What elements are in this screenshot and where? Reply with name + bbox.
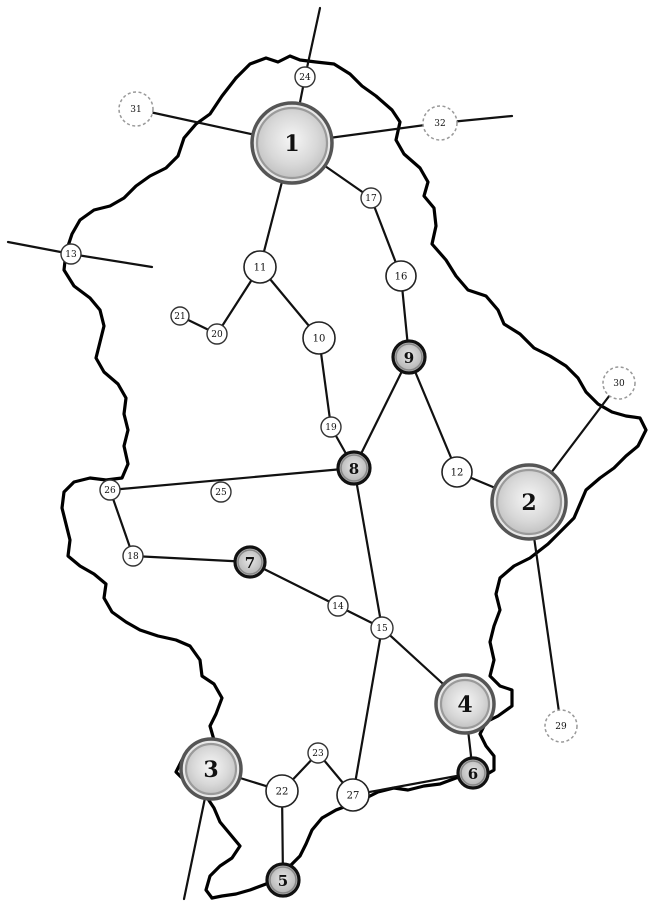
edge-15-27 [351, 626, 384, 797]
node-label: 4 [457, 692, 472, 718]
node-24: 24 [294, 66, 316, 88]
node-1: 1 [250, 101, 334, 185]
node-label: 12 [451, 468, 464, 479]
node-5: 5 [265, 862, 301, 898]
node-15: 15 [370, 616, 394, 640]
node-2: 2 [490, 463, 568, 541]
node-label: 2 [521, 490, 536, 516]
node-4: 4 [434, 673, 496, 735]
node-27: 27 [336, 778, 370, 812]
node-23: 23 [307, 742, 329, 764]
node-label: 3 [203, 757, 218, 783]
edge-18-7 [131, 554, 252, 564]
node-29: 29 [544, 709, 578, 743]
edge-9-12 [407, 355, 459, 474]
node-31: 31 [118, 91, 154, 127]
node-label: 6 [468, 765, 478, 783]
node-label: 8 [349, 460, 359, 478]
node-label: 9 [404, 349, 414, 367]
node-25: 25 [210, 481, 232, 503]
node-label: 18 [127, 552, 139, 562]
node-17: 17 [360, 187, 382, 209]
node-6: 6 [456, 756, 490, 790]
node-label: 20 [211, 330, 223, 340]
node-label: 21 [174, 312, 185, 322]
node-21: 21 [170, 306, 190, 326]
node-label: 11 [254, 263, 267, 274]
node-label: 13 [65, 250, 77, 260]
node-label: 32 [434, 119, 445, 129]
node-label: 10 [313, 334, 326, 345]
node-label: 27 [347, 791, 360, 802]
node-20: 20 [206, 323, 228, 345]
node-label: 15 [376, 624, 388, 634]
node-label: 7 [245, 554, 255, 572]
node-label: 26 [104, 486, 116, 496]
node-label: 30 [613, 379, 625, 389]
node-3: 3 [179, 737, 243, 801]
edge-6-27 [351, 771, 475, 797]
external-link-line [303, 6, 322, 79]
node-11: 11 [243, 250, 277, 284]
node-label: 22 [276, 787, 289, 798]
node-22: 22 [265, 774, 299, 808]
node-label: 16 [395, 272, 408, 283]
node-label: 17 [365, 194, 377, 204]
node-32: 32 [422, 105, 458, 141]
node-12: 12 [441, 456, 473, 488]
region-border [60, 54, 648, 900]
node-10: 10 [302, 321, 336, 355]
node-label: 23 [312, 749, 324, 759]
node-19: 19 [320, 416, 342, 438]
node-label: 14 [332, 602, 344, 612]
node-9: 9 [391, 339, 427, 375]
edge-8-15 [352, 466, 384, 630]
nodes-group: 1234567891011121314151617181920212223242… [60, 66, 636, 898]
node-label: 1 [284, 131, 299, 157]
external-link-line [69, 252, 154, 269]
edge-26-18 [108, 488, 135, 558]
node-13: 13 [60, 243, 82, 265]
node-18: 18 [122, 545, 144, 567]
node-label: 24 [299, 73, 311, 83]
node-label: 5 [278, 872, 288, 890]
node-8: 8 [336, 450, 372, 486]
node-26: 26 [99, 479, 121, 501]
node-label: 25 [215, 488, 227, 498]
node-30: 30 [602, 366, 636, 400]
node-label: 31 [130, 105, 141, 115]
node-14: 14 [327, 595, 349, 617]
node-label: 29 [555, 722, 567, 732]
edge-8-26 [108, 466, 356, 492]
node-label: 19 [325, 423, 337, 433]
edge-9-8 [352, 355, 411, 470]
node-16: 16 [385, 260, 417, 292]
node-7: 7 [233, 545, 267, 579]
